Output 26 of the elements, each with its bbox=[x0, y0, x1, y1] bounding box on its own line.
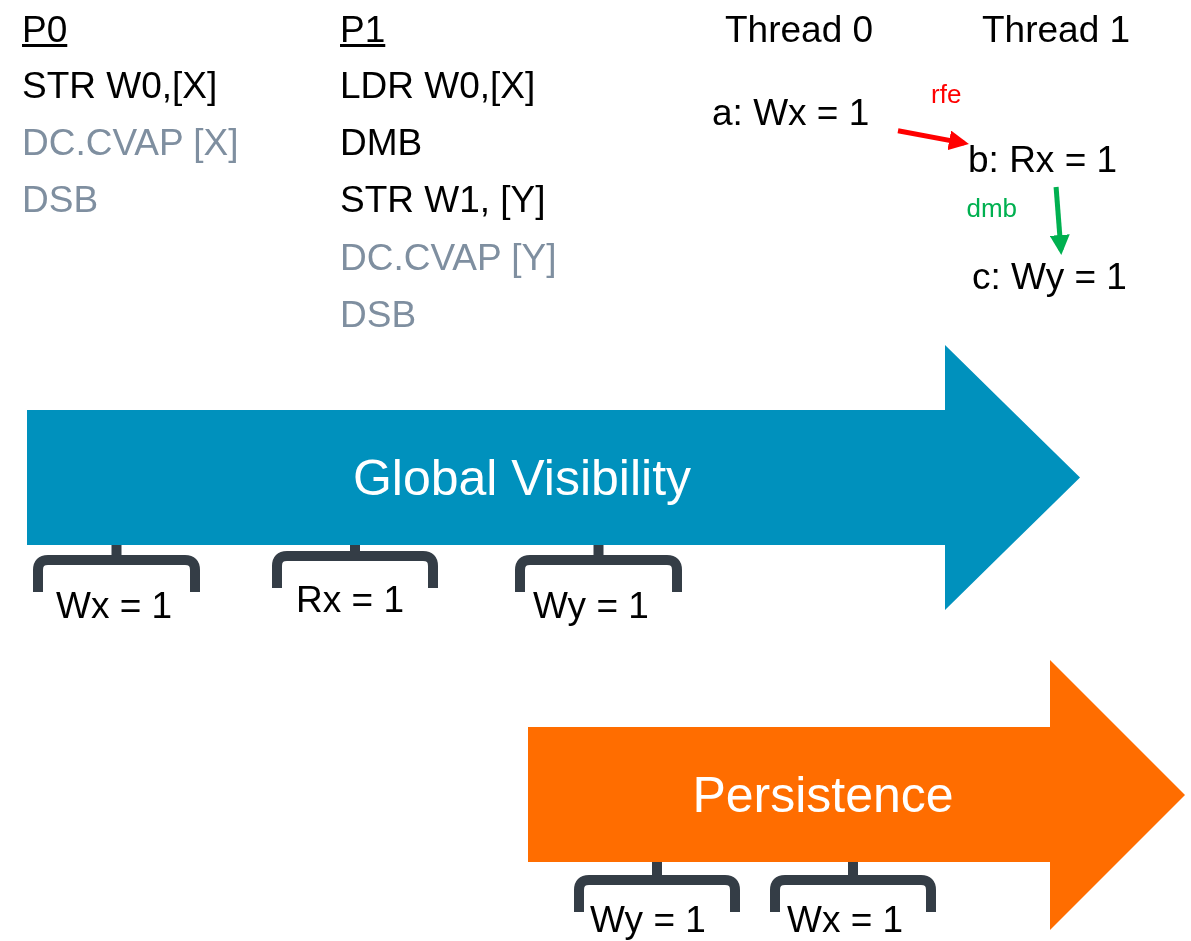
instruction-text: DSB bbox=[22, 178, 99, 222]
band-title: Persistence bbox=[691, 766, 955, 825]
arrow bbox=[1049, 186, 1070, 255]
instruction-text: STR W0,[X] bbox=[22, 64, 218, 108]
thread-heading: Thread 0 bbox=[725, 8, 874, 52]
processor-heading: P1 bbox=[340, 8, 386, 52]
event-label: Wx = 1 bbox=[56, 584, 173, 628]
event-label: b: Rx = 1 bbox=[968, 137, 1140, 183]
instruction-text: LDR W0,[X] bbox=[340, 64, 536, 108]
event-label: c: Wy = 1 bbox=[972, 254, 1154, 300]
band-title: Global Visibility bbox=[351, 448, 693, 508]
event-label: a: Wx = 1 bbox=[712, 90, 894, 136]
thread-heading: Thread 1 bbox=[982, 8, 1131, 52]
instruction-text: STR W1, [Y] bbox=[340, 178, 546, 222]
event-label: Wy = 1 bbox=[533, 584, 649, 628]
event-label: Wy = 1 bbox=[590, 898, 706, 941]
arrow bbox=[897, 128, 969, 151]
edge-label: rfe bbox=[931, 78, 962, 109]
instruction-text: DSB bbox=[340, 293, 417, 337]
event-label: Rx = 1 bbox=[296, 578, 404, 622]
event-label: Wx = 1 bbox=[787, 898, 904, 941]
processor-heading: P0 bbox=[22, 8, 68, 52]
instruction-text: DC.CVAP [X] bbox=[22, 121, 239, 165]
edge-label: dmb bbox=[966, 192, 1018, 223]
instruction-text: DMB bbox=[340, 121, 423, 165]
instruction-text: DC.CVAP [Y] bbox=[340, 236, 557, 280]
